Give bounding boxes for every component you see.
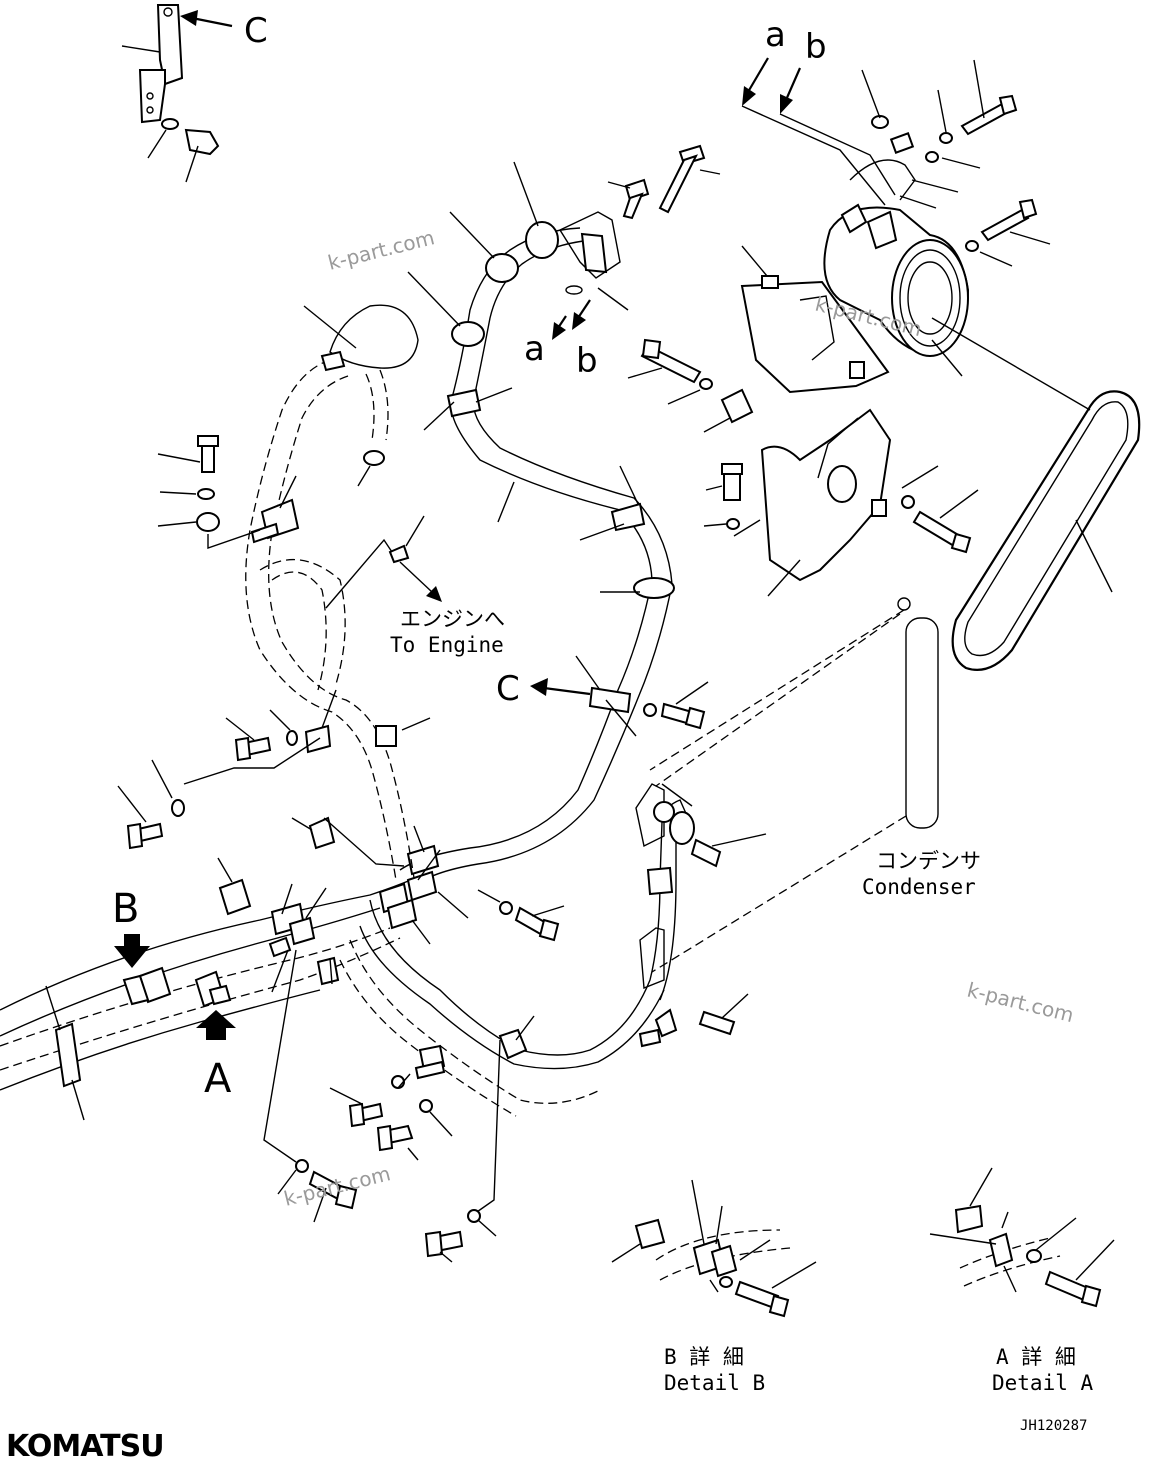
watermark-1: k-part.com xyxy=(325,225,436,275)
detail-a-view xyxy=(929,1167,1115,1308)
label-condenser-en: Condenser xyxy=(862,875,976,899)
label-c-top: C xyxy=(244,11,268,51)
label-condenser-jp: コンデンサ xyxy=(876,849,981,873)
fasteners-left-upper xyxy=(157,435,261,549)
arrow-c-top xyxy=(180,10,233,28)
label-detail-a-en: Detail A xyxy=(992,1371,1094,1395)
label-b-mid: b xyxy=(576,341,598,381)
label-b-top: b xyxy=(805,27,827,67)
arrows-a-b-top xyxy=(741,57,896,206)
detail-b-view xyxy=(611,1179,817,1318)
bracket-c-detail xyxy=(121,4,220,183)
condenser-unit xyxy=(635,597,939,990)
label-B-arrow: B xyxy=(112,886,139,932)
to-engine-arrow xyxy=(325,515,442,609)
label-detail-b-en: Detail B xyxy=(664,1371,765,1395)
fasteners-left-middle xyxy=(117,689,431,867)
label-to-engine-jp: エンジンへ xyxy=(400,607,505,631)
label-a-top: a xyxy=(765,15,786,55)
bolt-c-mid xyxy=(643,681,709,730)
arrows-a-b-mid xyxy=(552,299,591,340)
drive-belt xyxy=(931,317,1141,671)
bolts-near-hose-top xyxy=(565,144,721,311)
label-c-mid: C xyxy=(496,669,520,709)
watermark-3: k-part.com xyxy=(965,978,1076,1028)
drawing-number: JH120287 xyxy=(1020,1418,1087,1434)
arrow-B xyxy=(114,934,150,968)
label-to-engine-en: To Engine xyxy=(390,633,504,657)
label-a-mid: a xyxy=(524,329,545,369)
fasteners-lower xyxy=(277,1073,497,1263)
lower-bracket xyxy=(703,408,979,597)
compressor-bracket xyxy=(740,245,890,394)
bolt-and-collar-group xyxy=(627,338,754,433)
label-detail-a-jp: A 詳 細 xyxy=(996,1345,1076,1369)
clamps-bundle xyxy=(45,857,501,1215)
label-detail-b-jp: B 詳 細 xyxy=(664,1345,744,1369)
hose-dashed-left xyxy=(245,304,419,881)
compressor xyxy=(823,59,1051,377)
hose-bundle-lower xyxy=(0,783,767,1117)
arrow-A xyxy=(196,1010,236,1040)
komatsu-logo: KOMATSU xyxy=(6,1429,164,1463)
refrigerant-hose-main xyxy=(399,161,675,889)
label-A-arrow: A xyxy=(204,1056,232,1102)
arrow-c-mid xyxy=(530,678,591,696)
